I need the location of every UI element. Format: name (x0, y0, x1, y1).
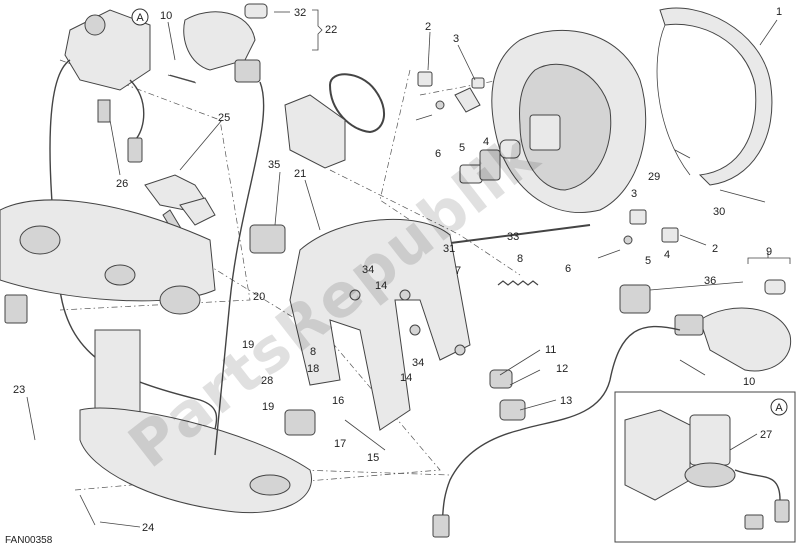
mounting-plate-illustration (284, 94, 346, 169)
group-bracket-22 (312, 9, 323, 51)
headlight-bracket-illustration (289, 218, 471, 431)
part-number-20: 20 (253, 291, 265, 303)
part-number-30: 30 (713, 206, 725, 218)
part-number-5: 5 (645, 255, 651, 267)
rubber-mounts-illustration (249, 224, 651, 436)
part-number-8: 8 (310, 346, 316, 358)
part-number-32: 32 (294, 7, 306, 19)
part-number-7: 7 (455, 265, 461, 277)
callout-a-top: A (131, 8, 149, 26)
left-wiring-harness (49, 59, 218, 461)
part-number-11: 11 (545, 344, 556, 356)
leader-lines (26, 11, 778, 528)
svg-text:A: A (775, 402, 783, 414)
svg-text:A: A (136, 12, 144, 24)
front-turn-signal-left-illustration (169, 3, 268, 456)
part-number-29: 29 (648, 171, 660, 183)
ignition-switch-illustration (64, 9, 216, 241)
part-number-2: 2 (712, 243, 718, 255)
part-number-21: 21 (294, 168, 306, 180)
diagram-code: FAN00358 (5, 535, 53, 546)
part-number-18: 18 (307, 363, 319, 375)
part-number-28: 28 (261, 375, 273, 387)
part-number-16: 16 (332, 395, 344, 407)
part-number-36: 36 (704, 275, 716, 287)
gasket-illustration (328, 73, 385, 134)
left-connector-illustration (4, 294, 28, 324)
part-number-17: 17 (334, 438, 346, 450)
part-number-19: 19 (262, 401, 274, 413)
headlight-rim-illustration (656, 7, 773, 186)
part-number-25: 25 (218, 112, 230, 124)
detail-inset-illustration (614, 391, 796, 543)
part-number-14: 14 (375, 280, 387, 292)
triple-clamp-illustration (0, 199, 312, 514)
tie-rod-illustration (434, 224, 591, 246)
fasteners-illustration (79, 71, 766, 526)
part-number-19: 19 (242, 339, 254, 351)
part-number-3: 3 (631, 188, 637, 200)
inset-label-a: A (770, 398, 788, 416)
group-bracket-9 (747, 252, 791, 264)
part-number-3: 3 (453, 33, 459, 45)
part-number-4: 4 (483, 136, 489, 148)
part-number-27: 27 (760, 429, 772, 441)
headlight-bulb-illustration (459, 139, 521, 184)
part-number-26: 26 (116, 178, 128, 190)
part-number-12: 12 (556, 363, 568, 375)
part-number-35: 35 (268, 159, 280, 171)
part-number-5: 5 (459, 142, 465, 154)
part-number-1: 1 (776, 6, 782, 18)
part-number-31: 31 (443, 243, 455, 255)
part-number-10: 10 (743, 376, 755, 388)
part-number-34: 34 (412, 357, 424, 369)
part-number-14: 14 (400, 372, 412, 384)
part-number-9: 9 (766, 246, 772, 258)
part-number-24: 24 (142, 522, 154, 534)
part-number-22: 22 (325, 24, 337, 36)
part-number-labels: 1 2 2 3 3 4 4 5 5 6 6 7 8 8 9 10 10 11 1… (13, 6, 782, 534)
part-number-34: 34 (362, 264, 374, 276)
part-number-6: 6 (435, 148, 441, 160)
part-number-33: 33 (507, 231, 519, 243)
part-number-4: 4 (664, 249, 670, 261)
part-number-13: 13 (560, 395, 572, 407)
part-number-10: 10 (160, 10, 172, 22)
front-turn-signal-right-illustration (432, 279, 792, 538)
part-number-2: 2 (425, 21, 431, 33)
headlight-housing-illustration (491, 29, 647, 213)
part-number-15: 15 (367, 452, 379, 464)
spring-illustration (497, 280, 539, 286)
part-number-23: 23 (13, 384, 25, 396)
part-number-8: 8 (517, 253, 523, 265)
part-number-6: 6 (565, 263, 571, 275)
